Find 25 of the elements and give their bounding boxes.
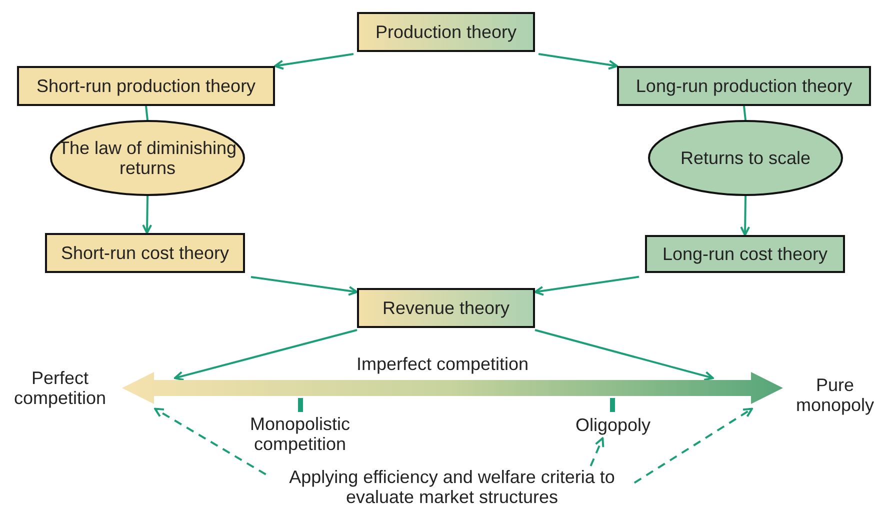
arrow <box>154 408 266 476</box>
arrow <box>534 276 640 296</box>
process-box: Production theory <box>357 12 535 52</box>
text-label: Imperfect competition <box>355 354 530 374</box>
text-label: Pure monopoly <box>796 375 874 415</box>
arrow <box>174 329 358 381</box>
arrow <box>634 408 753 484</box>
arrow <box>740 196 750 236</box>
process-box: Short-run production theory <box>17 66 275 106</box>
text-label: Monopolistic competition <box>248 414 352 454</box>
arrow <box>250 276 358 296</box>
process-box: Revenue theory <box>357 288 535 328</box>
arrow <box>274 53 354 70</box>
text-label: Applying efficiency and welfare criteria to evaluate market structures <box>262 466 642 508</box>
text-label: Oligopoly <box>566 413 660 437</box>
arrow <box>142 196 152 234</box>
arrow <box>538 53 618 70</box>
arrow <box>534 329 714 381</box>
node-label: The law of diminishing returns <box>58 138 238 178</box>
arrow <box>590 437 604 466</box>
process-box: Short-run cost theory <box>45 233 245 273</box>
text-label: Perfect competition <box>12 368 108 408</box>
process-box: Long-run production theory <box>617 66 871 106</box>
process-box: Long-run cost theory <box>645 235 845 273</box>
node-label: Returns to scale <box>680 148 811 168</box>
